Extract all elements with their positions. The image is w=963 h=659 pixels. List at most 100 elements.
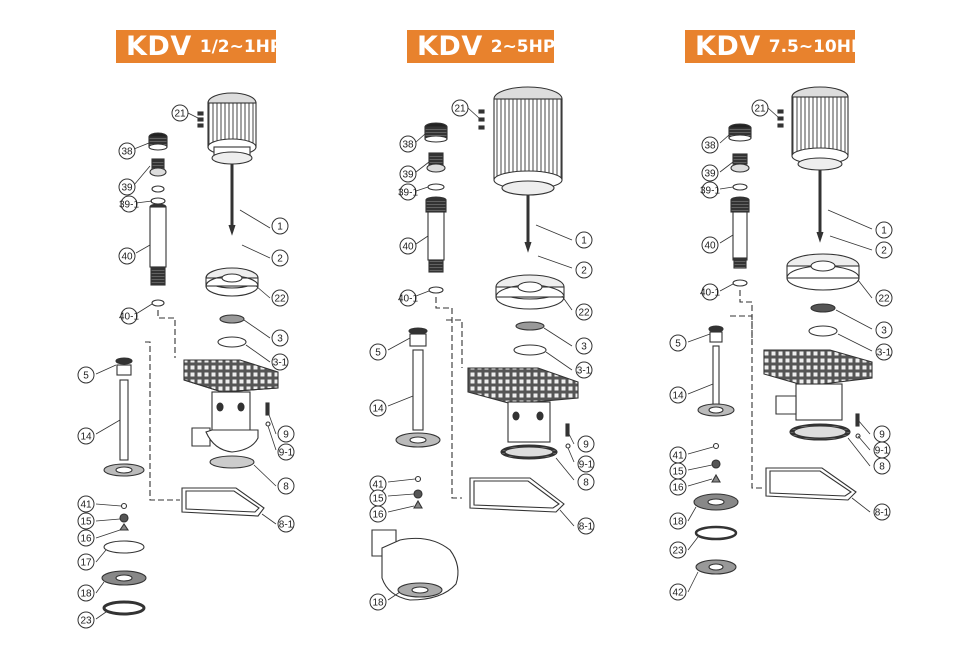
cap-38 xyxy=(148,132,168,151)
callout-22: 22 xyxy=(875,289,893,307)
callout-label: 39-1 xyxy=(119,200,139,211)
callout-label: 22 xyxy=(578,308,590,319)
callout-18: 18 xyxy=(669,512,687,530)
callout-38: 38 xyxy=(399,135,417,153)
volute-18 xyxy=(101,570,147,586)
callout-16: 16 xyxy=(77,529,95,547)
callout-17: 17 xyxy=(77,553,95,571)
callout-15: 15 xyxy=(669,462,687,480)
gasket-8-1 xyxy=(181,487,265,517)
callout-label: 3-1 xyxy=(877,348,892,359)
callout-22: 22 xyxy=(271,289,289,307)
title-brand: KDV xyxy=(417,31,483,62)
callout-label: 40 xyxy=(704,241,716,252)
callout-label: 8 xyxy=(283,482,289,493)
base-plate xyxy=(467,367,579,405)
callout-15: 15 xyxy=(77,512,95,530)
title-kdv-small: KDV 1/2~1HP xyxy=(116,30,282,63)
volute-18 xyxy=(693,493,739,511)
callout-23: 23 xyxy=(669,541,687,559)
callout-label: 22 xyxy=(878,294,890,305)
callout-40: 40 xyxy=(118,247,136,265)
callout-39: 39 xyxy=(701,164,719,182)
callout-label: 3-1 xyxy=(577,366,592,377)
callout-label: 16 xyxy=(672,483,684,494)
callout-15: 15 xyxy=(369,489,387,507)
callout-label: 1 xyxy=(277,222,283,233)
callout-label: 39 xyxy=(402,170,414,181)
callout-label: 3 xyxy=(881,326,887,337)
callout-label: 5 xyxy=(83,371,89,382)
title-range: 2~5HP xyxy=(490,36,556,57)
callout-2: 2 xyxy=(875,241,893,259)
callout-label: 9-1 xyxy=(579,460,594,471)
callout-label: 15 xyxy=(372,494,384,505)
callout-label: 2 xyxy=(881,246,887,257)
callout-40-1: 40-1 xyxy=(700,283,720,301)
cap-38 xyxy=(728,123,752,142)
callout-22: 22 xyxy=(575,303,593,321)
callout-8-1: 8-1 xyxy=(577,517,595,535)
bolt-21 xyxy=(478,109,485,130)
callout-9: 9 xyxy=(873,425,891,443)
column-40 xyxy=(730,196,750,269)
callout-14: 14 xyxy=(669,386,687,404)
callout-40-1: 40-1 xyxy=(398,289,418,307)
callout-41: 41 xyxy=(77,495,95,513)
callout-9-1: 9-1 xyxy=(277,443,295,461)
callout-39-1: 39-1 xyxy=(119,195,139,213)
callout-21: 21 xyxy=(451,99,469,117)
callout-label: 8 xyxy=(879,462,885,473)
panel-1-drawing xyxy=(101,92,279,616)
callout-label: 38 xyxy=(121,147,133,158)
callout-label: 41 xyxy=(80,500,92,511)
title-kdv-medium: KDV 2~5HP xyxy=(407,30,556,63)
callout-3: 3 xyxy=(271,329,289,347)
title-range: 1/2~1HP xyxy=(199,36,283,57)
callout-label: 21 xyxy=(754,104,766,115)
flange-22 xyxy=(205,267,259,297)
callout-41: 41 xyxy=(669,446,687,464)
callout-3: 3 xyxy=(575,337,593,355)
bolt-21 xyxy=(777,109,784,128)
callout-9-1: 9-1 xyxy=(873,441,891,459)
callout-1: 1 xyxy=(271,217,289,235)
callout-label: 41 xyxy=(372,480,384,491)
motor xyxy=(791,86,849,243)
panel-3-drawing xyxy=(693,86,873,575)
callout-5: 5 xyxy=(369,343,387,361)
pump-body xyxy=(500,401,558,460)
callout-label: 41 xyxy=(672,451,684,462)
callout-39-1: 39-1 xyxy=(700,181,720,199)
callout-8-1: 8-1 xyxy=(873,503,891,521)
callout-14: 14 xyxy=(77,427,95,445)
callout-38: 38 xyxy=(118,142,136,160)
bolt-21 xyxy=(197,111,204,128)
callout-label: 3-1 xyxy=(273,358,288,369)
base-plate xyxy=(763,349,873,387)
motor xyxy=(207,92,257,236)
callout-39: 39 xyxy=(118,178,136,196)
bearing-39 xyxy=(426,152,446,173)
motor xyxy=(493,86,563,253)
callout-label: 40 xyxy=(402,242,414,253)
callout-16: 16 xyxy=(669,478,687,496)
callout-label: 8 xyxy=(583,478,589,489)
cap-38 xyxy=(424,122,448,143)
callout-label: 5 xyxy=(675,339,681,350)
callout-label: 3 xyxy=(581,342,587,353)
flange-22 xyxy=(786,253,860,291)
callout-42: 42 xyxy=(669,583,687,601)
callout-18: 18 xyxy=(369,593,387,611)
callout-label: 1 xyxy=(581,236,587,247)
gasket-8-1 xyxy=(469,477,565,513)
callout-label: 23 xyxy=(672,546,684,557)
flange-22 xyxy=(495,274,565,310)
callout-label: 18 xyxy=(672,517,684,528)
callout-label: 21 xyxy=(174,109,186,120)
callout-label: 16 xyxy=(372,510,384,521)
callout-39: 39 xyxy=(399,165,417,183)
callout-21: 21 xyxy=(751,99,769,117)
